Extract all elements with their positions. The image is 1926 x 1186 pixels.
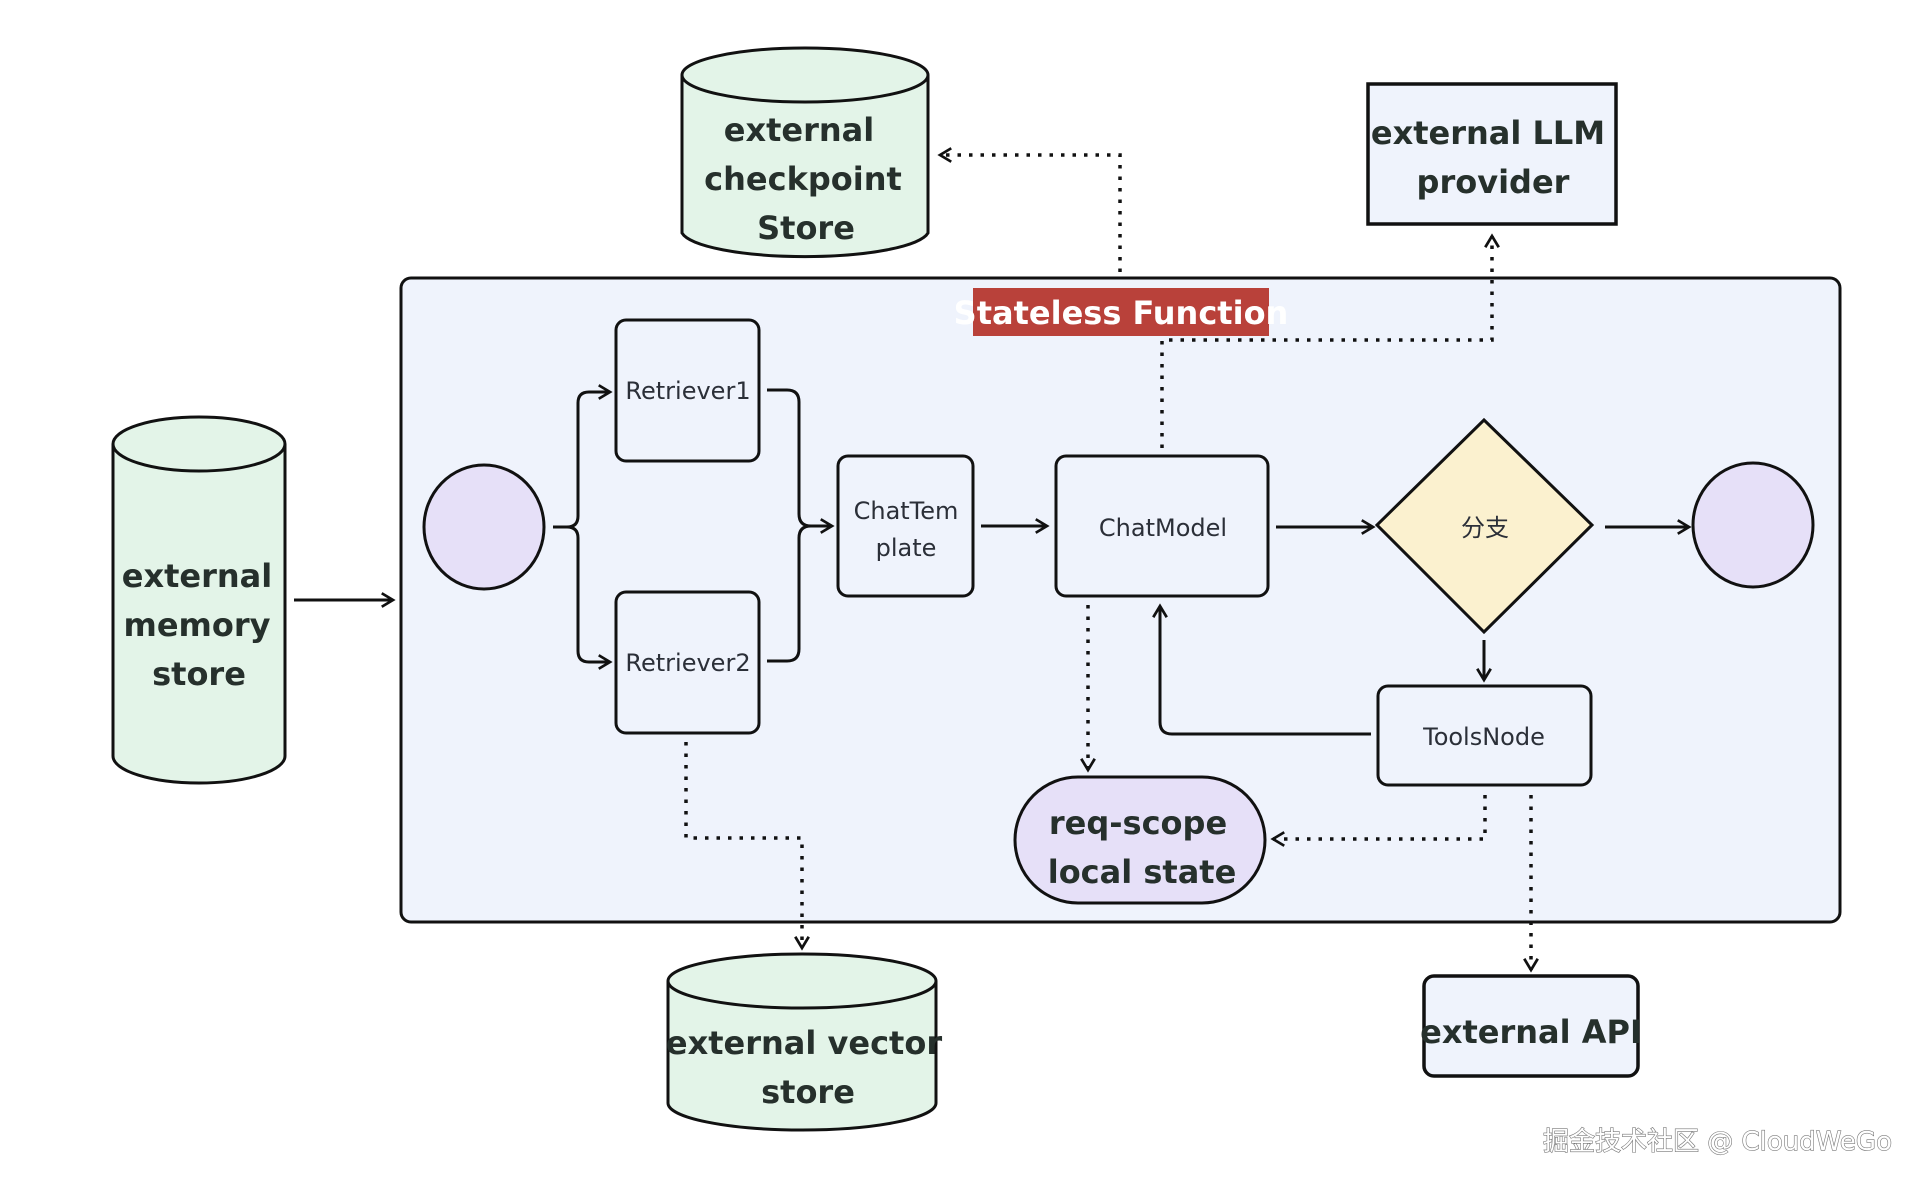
toolsnode-to-localstate-dotted [1270, 795, 1487, 847]
retriever2-to-vectorstore-dotted [684, 742, 810, 951]
llm-line-1: external LLM [1371, 114, 1605, 152]
external-api[interactable]: external API [1420, 974, 1642, 1078]
external-checkpoint-store[interactable]: external checkpoint Store [680, 46, 930, 259]
chatmodel-label: ChatModel [1099, 514, 1227, 542]
local-state-node[interactable]: req-scope local state [1013, 775, 1267, 905]
local-state-line-1: req-scope [1049, 804, 1227, 842]
end-node[interactable] [1691, 461, 1815, 589]
start-node[interactable] [422, 463, 546, 591]
external-vector-store[interactable]: external vector store [666, 952, 942, 1132]
container-to-checkpoint-dotted [937, 147, 1122, 272]
checkpoint-line-1: external [724, 111, 874, 149]
watermark: 掘金技术社区 @ CloudWeGo [1543, 1127, 1892, 1157]
retriever2-node[interactable]: Retriever2 [614, 590, 761, 735]
chatmodel-node[interactable]: ChatModel [1054, 454, 1270, 598]
api-label: external API [1420, 1013, 1642, 1051]
retriever2-label: Retriever2 [625, 649, 750, 677]
container-label-bg [973, 288, 1269, 336]
toolsnode-to-chatmodel-edge [1152, 603, 1371, 736]
local-state-line-2: local state [1048, 853, 1237, 891]
chattemplate-line-1: ChatTem [854, 497, 959, 525]
llm-line-2: provider [1417, 163, 1570, 201]
branch-label: 分支 [1461, 514, 1509, 542]
memory-store-line-3: store [152, 655, 246, 693]
chattemplate-node[interactable]: ChatTem plate [836, 454, 975, 598]
toolsnode-node[interactable]: ToolsNode [1376, 684, 1593, 787]
vector-store-line-2: store [761, 1073, 855, 1111]
retriever1-node[interactable]: Retriever1 [614, 318, 761, 463]
retriever2-to-chattemplate-edge [767, 524, 812, 663]
external-llm-provider[interactable]: external LLM provider [1366, 82, 1618, 226]
checkpoint-line-3: Store [757, 209, 855, 247]
memory-store-line-1: external [122, 557, 272, 595]
container-label: Stateless Function [954, 294, 1289, 332]
external-memory-store[interactable]: external memory store [111, 415, 287, 785]
retriever1-label: Retriever1 [625, 377, 750, 405]
start-to-retriever2-edge [566, 525, 613, 670]
branch-node[interactable]: 分支 [1374, 417, 1595, 635]
chattemplate-line-2: plate [876, 534, 937, 562]
vector-store-line-1: external vector [666, 1024, 942, 1062]
toolsnode-label: ToolsNode [1422, 723, 1545, 751]
memory-store-line-2: memory [123, 606, 270, 644]
checkpoint-line-2: checkpoint [704, 160, 902, 198]
